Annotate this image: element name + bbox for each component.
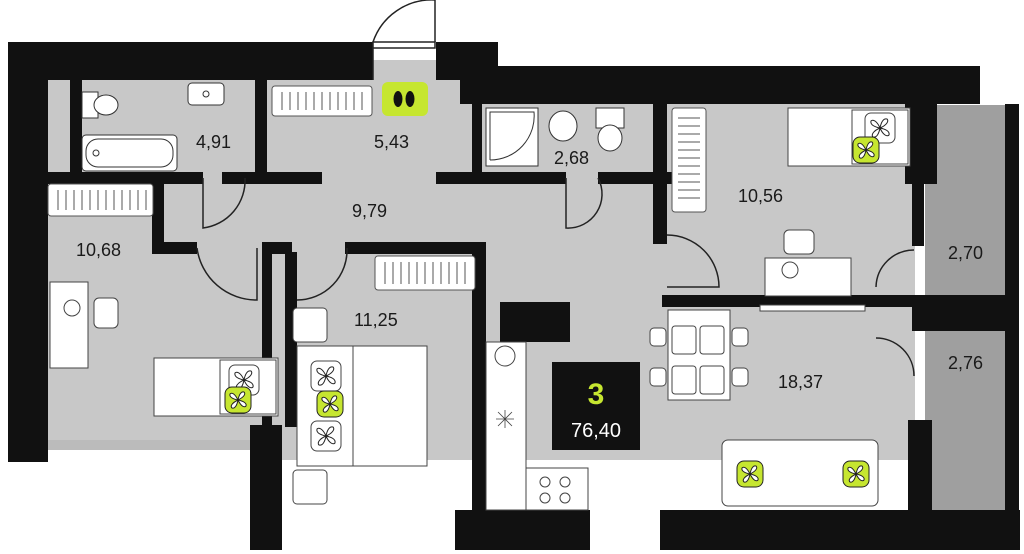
sink [187,82,225,106]
room-label-wardrobe: 5,43 [374,132,409,152]
sofa [721,439,879,507]
shower [485,107,539,167]
desk [764,257,852,297]
living-furniture [649,309,879,507]
room-labels: 4,91 5,43 2,68 9,79 10,68 10,56 11,25 18… [76,132,983,392]
room-label-hallway: 9,79 [352,201,387,221]
room-label-bedroom-left: 10,68 [76,240,121,260]
fan-icon [736,460,764,488]
bedroom-center-furniture [292,307,428,505]
counter [485,341,527,511]
room-label-bedroom-center: 11,25 [354,310,398,330]
room-label-wc: 2,68 [554,148,589,168]
chair [93,297,119,329]
room-label-bedroom-top-right: 10,56 [738,186,783,206]
bedroom-top-right-furniture [759,107,911,312]
doors [196,0,915,377]
rooms-count: 3 [588,378,605,411]
slippers-icon [382,82,428,116]
walls [8,42,1020,550]
balcony-upper [925,105,1019,295]
wc-sink [548,110,578,142]
apartment-badge: 3 76,40 [552,362,640,450]
fan-icon [316,390,344,418]
room-label-bathroom: 4,91 [196,132,231,152]
balconies [925,105,1019,510]
room-label-balcony-upper: 2,70 [948,243,983,263]
bathtub [81,134,178,172]
bedroom-left-furniture [49,281,279,417]
fan-icon [852,136,880,164]
desk [49,281,89,369]
radiator-icon [47,85,707,291]
fan-icon [842,460,870,488]
bathroom-fixtures [81,82,625,172]
kitchen-furniture [485,341,589,511]
balcony-lower [925,310,1019,510]
total-area: 76,40 [571,420,621,442]
room-label-living-kitchen: 18,37 [778,372,823,392]
fan-icon [224,386,252,414]
room-label-balcony-lower: 2,76 [948,353,983,373]
